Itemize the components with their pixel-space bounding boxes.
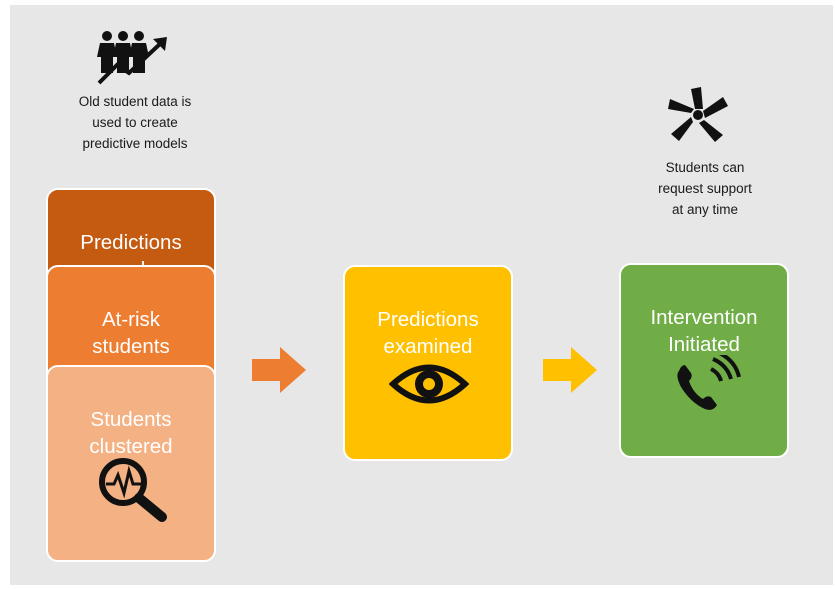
hands-circle-icon (668, 87, 728, 142)
people-growth-chart-icon (97, 31, 167, 85)
eye-icon (389, 364, 469, 404)
support-note: Students can request support at any time (658, 160, 752, 217)
arrow-right-orange (252, 347, 306, 393)
diagram-canvas: Old student data is used to create predi… (10, 5, 833, 585)
intervention-label: Intervention Initiated (650, 306, 758, 356)
students-clustered-box: Students clustered (46, 365, 216, 562)
old-data-note: Old student data is used to create predi… (78, 94, 192, 151)
intervention-box: Intervention Initiated (619, 263, 789, 458)
arrow-right-yellow (543, 347, 597, 393)
magnifier-analysis-icon (99, 458, 167, 522)
students-clustered-label: Students clustered (89, 408, 173, 458)
predictions-examined-box: Predictions examined (343, 265, 513, 461)
phone-ringing-icon (677, 355, 741, 410)
predictions-examined-label: Predictions examined (377, 308, 479, 358)
